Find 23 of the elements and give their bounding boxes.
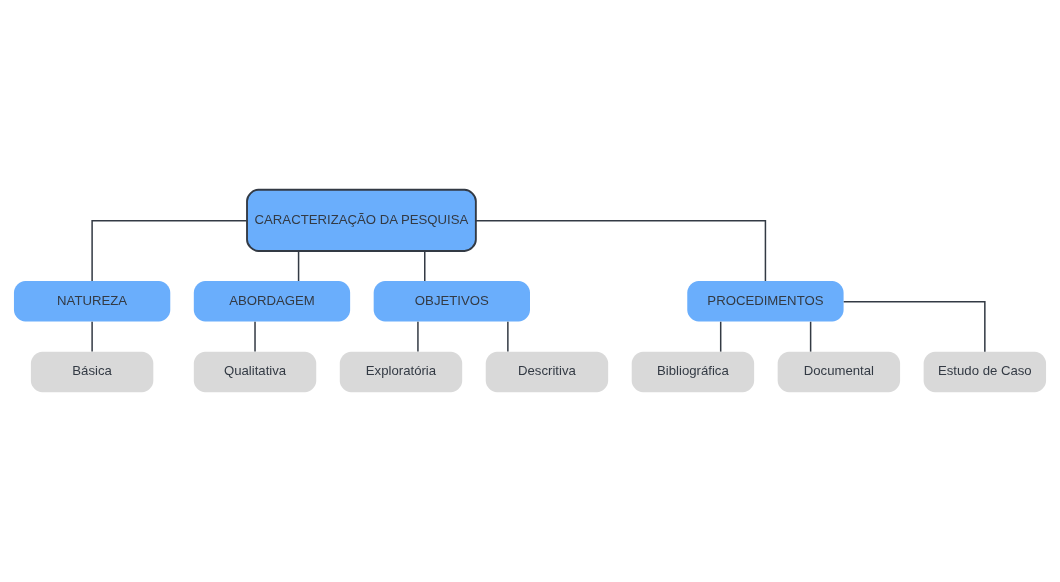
connector — [91, 321, 93, 353]
connector — [809, 321, 812, 353]
node-box: NATUREZA — [13, 281, 171, 322]
connector — [507, 321, 509, 353]
connector — [297, 250, 300, 282]
connector — [842, 301, 986, 353]
node-box: Básica — [30, 351, 154, 393]
node-box: OBJETIVOS — [373, 281, 530, 322]
node-box: CARACTERIZAÇÃO DA PESQUISA — [246, 188, 477, 252]
node-box: Qualitativa — [193, 351, 317, 393]
connector — [91, 220, 248, 282]
node-box: Bibliográfica — [631, 351, 755, 393]
node-box: ABORDAGEM — [193, 281, 351, 322]
connector — [417, 321, 419, 353]
connector — [424, 250, 426, 282]
connector — [719, 321, 722, 353]
connector — [475, 220, 767, 282]
node-box: PROCEDIMENTOS — [687, 281, 844, 322]
node-box: Documental — [777, 351, 901, 393]
connector — [254, 321, 256, 353]
node-box: Exploratória — [339, 351, 463, 393]
node-box: Estudo de Caso — [923, 351, 1047, 393]
node-box: Descritiva — [485, 351, 609, 393]
